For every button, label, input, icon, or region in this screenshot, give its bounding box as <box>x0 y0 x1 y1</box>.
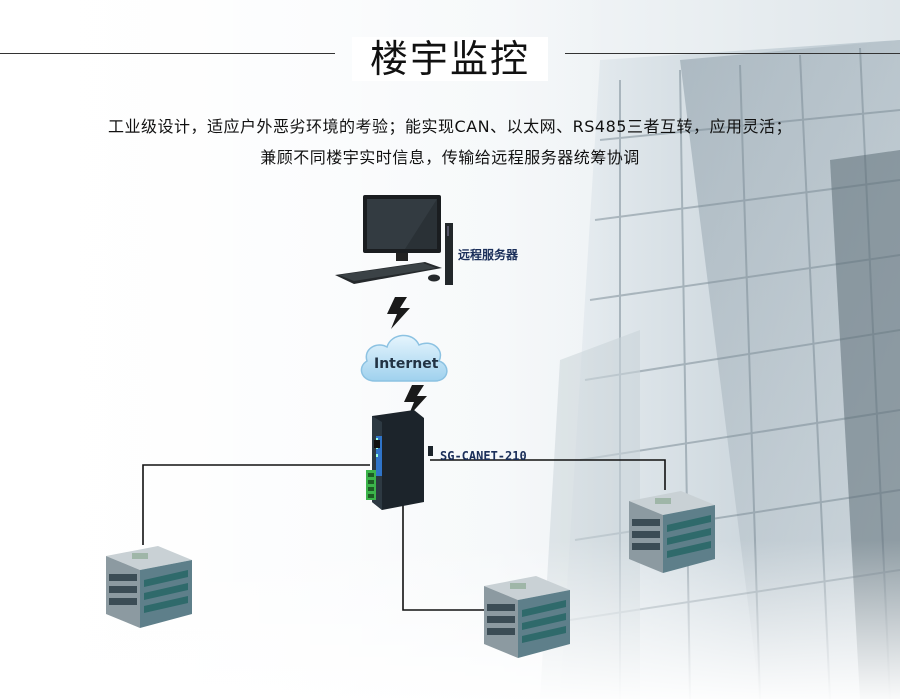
building-icon <box>629 491 715 573</box>
building-icon <box>484 576 570 658</box>
cloud-label: Internet <box>374 356 439 372</box>
building-icon <box>106 546 192 628</box>
page-title: 楼宇监控 <box>0 28 900 83</box>
computer-monitor-icon <box>335 195 453 285</box>
server-label: 远程服务器 <box>458 248 519 262</box>
line-to-building-center <box>402 505 485 611</box>
description-line-2: 兼顾不同楼宇实时信息，传输给远程服务器统筹协调 <box>260 148 640 167</box>
line-to-building-right <box>430 459 666 490</box>
device-label: SG-CANET-210 <box>440 449 527 463</box>
lightning-bolt-icon <box>404 385 427 417</box>
gateway-device-icon <box>366 410 433 510</box>
line-to-building-left <box>142 464 370 545</box>
cloud-icon <box>360 334 448 382</box>
lightning-bolt-icon <box>387 297 410 329</box>
description-line-1: 工业级设计，适应户外恶劣环境的考验；能实现CAN、以太网、RS485三者互转，应… <box>108 117 792 136</box>
title-rule-left <box>0 53 335 54</box>
title-rule-right <box>565 53 900 54</box>
